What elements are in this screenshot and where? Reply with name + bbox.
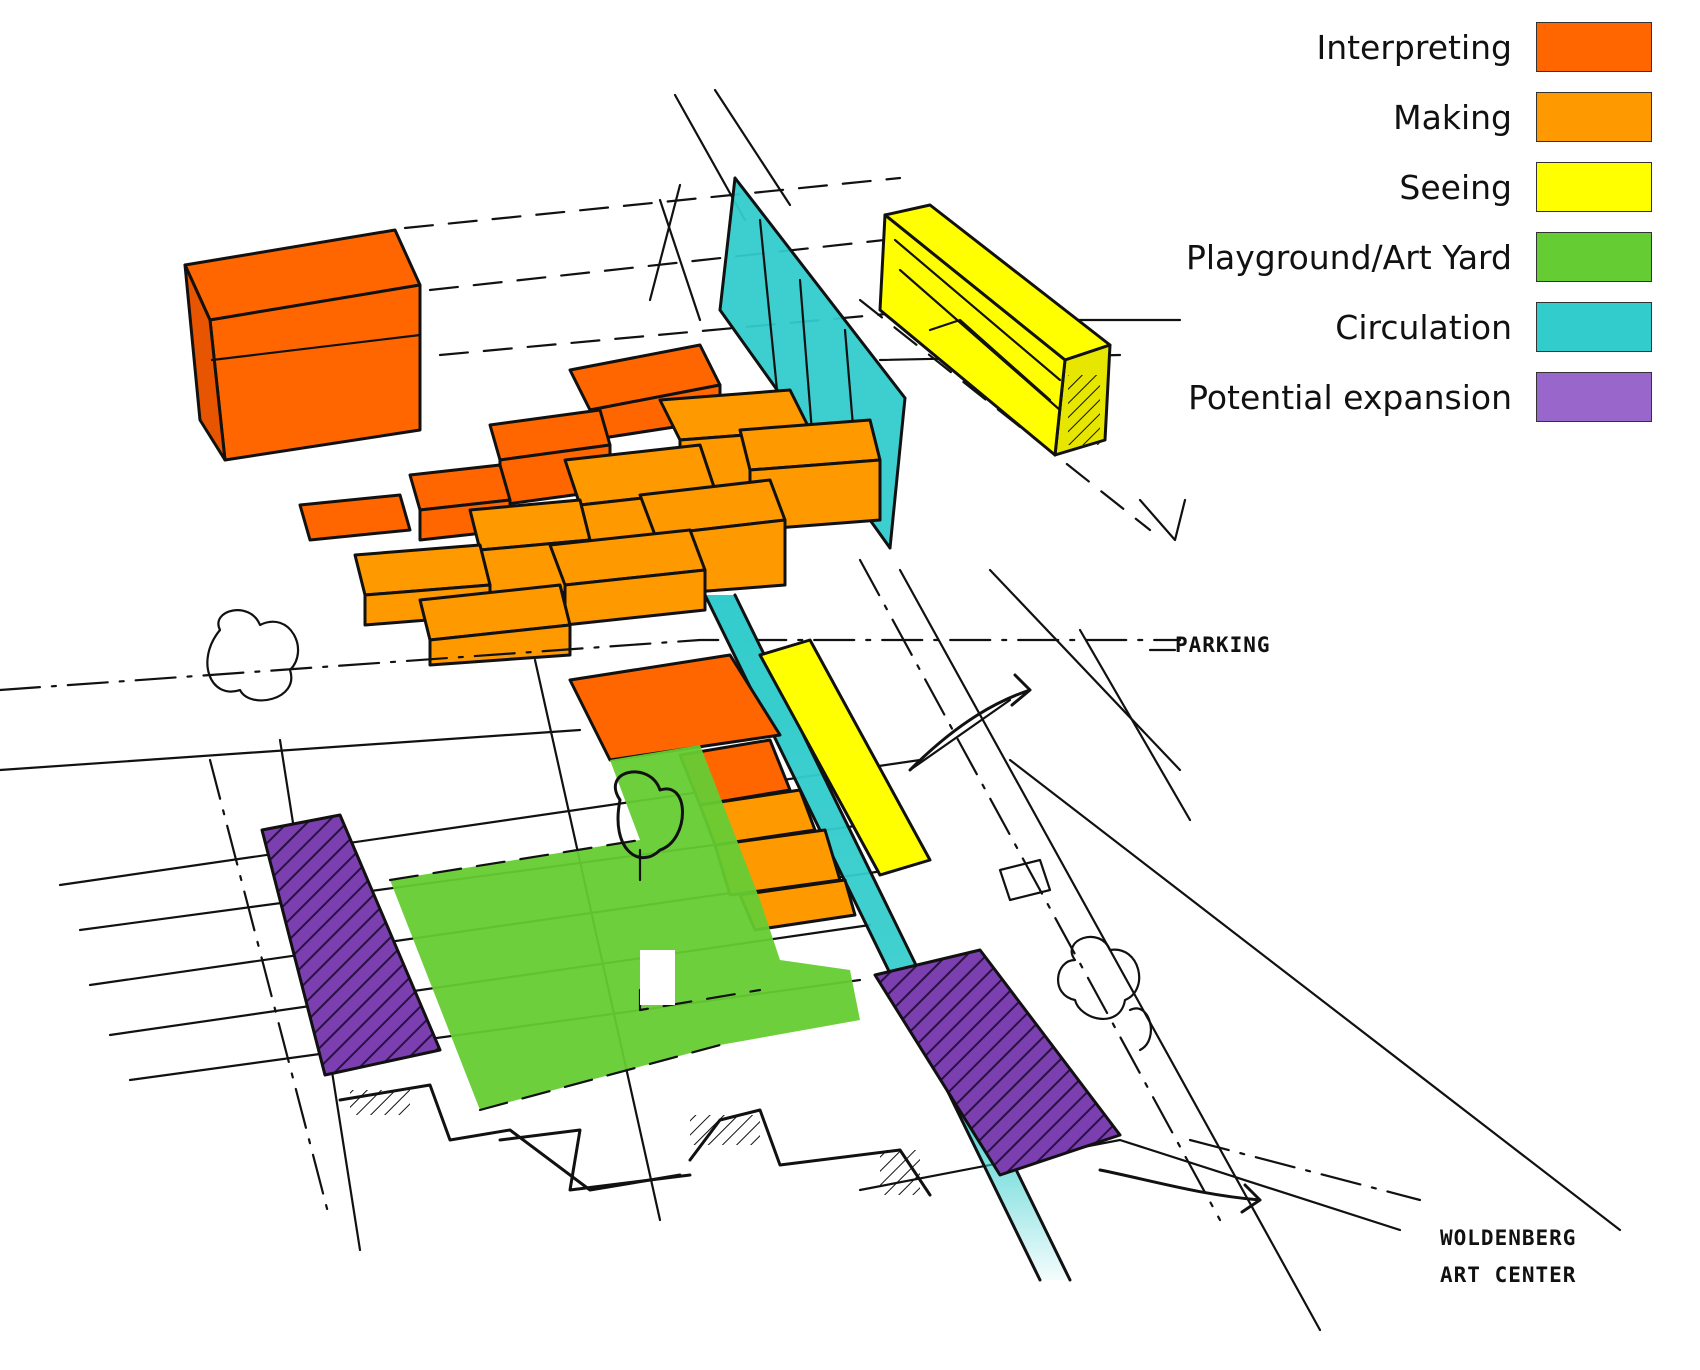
legend-label: Circulation [1335, 307, 1512, 347]
expansion-area-right [873, 948, 1122, 1177]
legend-swatch [1536, 92, 1652, 142]
interpreting-block-upper [183, 228, 422, 462]
legend-item-interpreting: Interpreting [1186, 22, 1652, 72]
legend-label: Potential expansion [1188, 377, 1512, 417]
legend-swatch [1536, 162, 1652, 212]
legend-swatch [1536, 22, 1652, 72]
legend-swatch [1536, 372, 1652, 422]
existing-buildings [338, 1083, 932, 1197]
legend-label: Playground/Art Yard [1185, 237, 1512, 277]
legend-item-making: Making [1186, 92, 1652, 142]
legend-swatch [1536, 232, 1652, 282]
art-center-label-line2: ART CENTER [1440, 1263, 1576, 1287]
legend-item-seeing: Seeing [1186, 162, 1652, 212]
legend-swatch [1536, 302, 1652, 352]
tree-sketches [206, 609, 1152, 1052]
legend-label: Interpreting [1316, 27, 1512, 67]
making-blocks-upper [298, 343, 882, 667]
art-center-label-line1: WOLDENBERG [1440, 1226, 1576, 1250]
legend: Interpreting Making Seeing Playground/Ar… [1186, 22, 1652, 422]
playground-area [390, 745, 860, 1110]
legend-label: Making [1393, 97, 1512, 137]
seeing-block-upper [878, 203, 1112, 457]
seeing-ground [758, 638, 932, 877]
legend-item-circulation: Circulation [1186, 302, 1652, 352]
legend-item-expansion: Potential expansion [1186, 372, 1652, 422]
legend-item-playground: Playground/Art Yard [1186, 232, 1652, 282]
parking-label: PARKING [1175, 633, 1271, 657]
expansion-area-left [260, 813, 442, 1077]
legend-label: Seeing [1399, 167, 1512, 207]
